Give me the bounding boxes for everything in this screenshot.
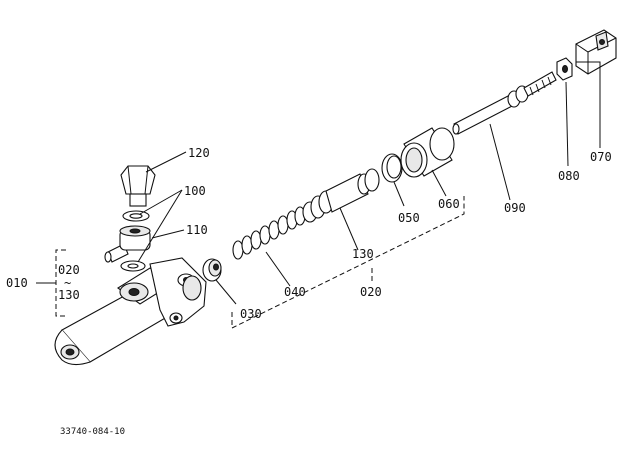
label-tilde: ~ bbox=[64, 276, 71, 290]
label-070: 070 bbox=[590, 150, 612, 164]
label-020-top: 020 bbox=[58, 263, 80, 277]
banjo-fitting bbox=[104, 225, 151, 263]
cylinder-body bbox=[54, 257, 207, 366]
label-050: 050 bbox=[398, 211, 420, 225]
washer-upper bbox=[122, 210, 150, 222]
leader-lines bbox=[137, 61, 601, 305]
push-rod bbox=[452, 71, 557, 135]
boot-seal bbox=[202, 258, 222, 282]
label-120: 120 bbox=[188, 146, 210, 160]
label-130-top: 130 bbox=[58, 288, 80, 302]
label-100: 100 bbox=[184, 184, 206, 198]
piston bbox=[302, 168, 380, 223]
spring bbox=[232, 206, 306, 260]
lock-nut bbox=[556, 57, 573, 81]
label-130: 130 bbox=[352, 247, 374, 261]
clevis-yoke bbox=[575, 29, 617, 75]
label-020: 020 bbox=[360, 285, 382, 299]
kit-bracket bbox=[231, 196, 465, 329]
cup-seal bbox=[400, 127, 455, 178]
label-060: 060 bbox=[438, 197, 460, 211]
label-090: 090 bbox=[504, 201, 526, 215]
drawing-number: 33740-084-10 bbox=[60, 427, 125, 437]
o-ring bbox=[381, 153, 403, 183]
label-040: 040 bbox=[284, 285, 306, 299]
label-030: 030 bbox=[240, 307, 262, 321]
label-010: 010 bbox=[6, 276, 28, 290]
washer-lower bbox=[120, 260, 146, 272]
group-bracket bbox=[36, 249, 66, 317]
label-110: 110 bbox=[186, 223, 208, 237]
banjo-bolt bbox=[120, 165, 156, 207]
label-080: 080 bbox=[558, 169, 580, 183]
